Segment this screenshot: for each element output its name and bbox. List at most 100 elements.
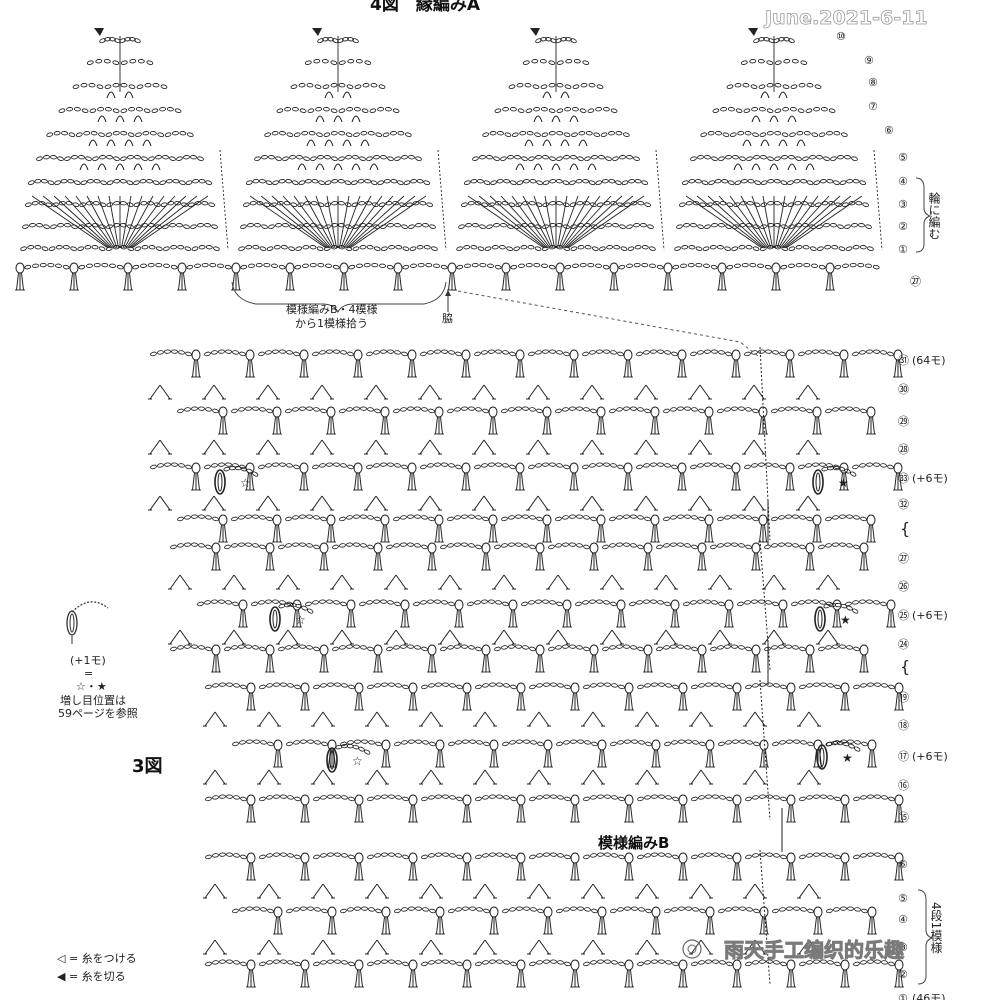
v-stitch-right — [538, 883, 550, 899]
chain-stitch — [624, 739, 631, 744]
chain-stitch — [690, 351, 697, 357]
chain-stitch — [225, 349, 232, 354]
chain-stitch — [656, 646, 663, 652]
v-stitch-left — [474, 769, 486, 785]
double-crochet-stitch — [306, 969, 309, 988]
chain-ring — [805, 644, 815, 656]
v-stitch-left — [258, 769, 270, 785]
chain-ring — [535, 542, 545, 554]
chain-stitch — [731, 644, 738, 649]
chain-stitch — [516, 906, 523, 911]
chain-stitch — [62, 264, 70, 270]
chain-stitch — [259, 796, 266, 802]
chain-stitch — [798, 464, 805, 470]
double-crochet-stitch — [489, 416, 492, 435]
chain-stitch — [826, 601, 833, 607]
chain-stitch — [252, 245, 260, 250]
fan-stitch — [31, 195, 109, 249]
chain-stitch — [725, 464, 732, 470]
chain-ring — [623, 462, 633, 474]
chain-stitch — [855, 201, 863, 206]
double-crochet-stitch — [813, 416, 816, 435]
chain-ring — [515, 349, 525, 361]
round-label: ① — [898, 243, 908, 256]
shell-stitch — [315, 163, 325, 171]
chain-stitch — [354, 906, 361, 911]
chain-ring — [299, 349, 309, 361]
double-crochet-stitch — [487, 552, 490, 571]
double-crochet-stitch — [895, 969, 898, 988]
chain-stitch — [346, 542, 353, 547]
chain-stitch — [120, 108, 128, 113]
chain-stitch — [670, 644, 677, 649]
chain-stitch — [421, 854, 428, 860]
double-crochet-stitch — [705, 524, 708, 543]
v-stitch-right — [449, 629, 461, 645]
chain-ring — [516, 852, 526, 864]
double-crochet-stitch — [752, 654, 755, 673]
chain-stitch — [712, 682, 719, 687]
chain-stitch — [435, 852, 442, 857]
chain-stitch — [671, 907, 678, 912]
chain-stitch — [522, 406, 529, 411]
chain-stitch — [205, 961, 212, 967]
chain-stitch — [410, 179, 418, 184]
chain-stitch — [711, 156, 718, 162]
increase-stitch-icon — [814, 606, 826, 632]
chain-stitch — [698, 795, 705, 800]
double-crochet-stitch — [244, 609, 247, 628]
double-crochet-stitch — [197, 472, 200, 491]
chain-stitch — [813, 682, 820, 687]
chain-stitch — [300, 906, 307, 911]
chain-stitch — [828, 108, 836, 113]
chain-stitch — [417, 262, 425, 268]
chain-stitch — [887, 351, 894, 357]
chain-stitch — [292, 542, 299, 547]
chain-stitch — [415, 223, 422, 228]
double-crochet-stitch — [463, 804, 466, 823]
chain-stitch — [528, 223, 535, 228]
chain-stitch — [226, 852, 233, 857]
double-crochet-stitch — [487, 654, 490, 673]
v-stitch-left — [473, 384, 485, 400]
shell-stitch — [315, 115, 325, 123]
chain-stitch — [185, 351, 192, 357]
chain-stitch — [345, 246, 353, 252]
chain-stitch — [712, 108, 720, 113]
fan-stitch — [249, 195, 327, 249]
chain-stitch — [299, 644, 306, 649]
chain-stitch — [401, 351, 408, 357]
chain-stitch — [502, 741, 509, 747]
chain-stitch — [520, 245, 528, 250]
v-stitch-right — [538, 939, 550, 955]
double-crochet-stitch — [718, 272, 721, 291]
v-stitch-right — [538, 769, 550, 785]
chain-stitch — [759, 682, 766, 687]
chain-stitch — [494, 646, 501, 652]
double-crochet-stitch — [266, 654, 269, 673]
double-crochet-stitch — [698, 552, 701, 571]
v-stitch-right — [557, 574, 569, 590]
chain-stitch — [146, 179, 154, 184]
chain-stitch — [86, 201, 93, 206]
chain-stitch — [341, 853, 348, 858]
shell-stitch — [106, 139, 116, 147]
chain-stitch — [340, 463, 347, 468]
chain-stitch — [595, 180, 603, 186]
chain-stitch — [179, 131, 187, 136]
repeat-label-vertical: 4段1模様 — [929, 902, 943, 953]
chain-stitch — [484, 246, 492, 252]
chain-stitch — [287, 795, 294, 800]
chain-stitch — [501, 516, 508, 522]
chain-stitch — [596, 202, 604, 208]
chain-stitch — [309, 262, 317, 268]
round-bracket — [915, 177, 932, 253]
chain-stitch — [273, 959, 280, 964]
chain-stitch — [348, 684, 355, 690]
chain-stitch — [714, 179, 722, 184]
chain-stitch — [496, 852, 503, 857]
chain-stitch — [468, 543, 475, 548]
chain-stitch — [611, 795, 618, 800]
v-stitch-right — [375, 384, 387, 400]
chain-stitch — [604, 794, 611, 799]
